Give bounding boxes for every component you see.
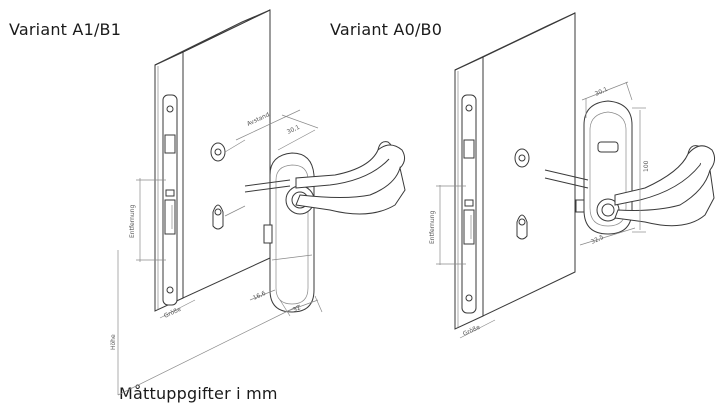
label-dim-bottom-right: 32,5 — [590, 234, 605, 246]
caption-dimensions-in-mm: Måttuppgifter i mm — [119, 384, 278, 403]
label-grosse-left: Größe — [163, 306, 183, 320]
dimension-lines-right — [436, 81, 646, 339]
caption-variant-a0-b0: Variant A0/B0 — [330, 20, 443, 39]
label-dim-small-left: 16,6 — [252, 290, 267, 302]
label-entfernung-left: Entfernung — [129, 204, 136, 238]
label-grosse-right: Größe — [462, 324, 482, 338]
label-dim-top-right: 30,1 — [594, 86, 609, 98]
caption-variant-a1-b1: Variant A1/B1 — [9, 20, 122, 39]
label-entfernung-right: Entfernung — [429, 210, 436, 244]
spindle-right — [544, 169, 589, 189]
drawing-variant-a0-b0: 30,1 100 32,5 Entfernung Größe — [429, 12, 716, 339]
label-hohe: Höhe — [110, 334, 117, 350]
door-holes-left — [210, 139, 246, 230]
label-dim-top-left: 30,1 — [286, 124, 301, 136]
dimension-lines-left — [117, 109, 323, 396]
lever-handle-left — [295, 141, 406, 215]
faceplate-right — [461, 94, 477, 314]
faceplate-left — [162, 94, 178, 306]
drawing-variant-a1-b1: Avstand 30,1 Entfernung Höhe Größe 16,6 … — [110, 9, 406, 396]
door-holes-right — [514, 148, 530, 240]
label-dim-bottom-left: 32 — [292, 304, 302, 314]
spindle-left — [244, 179, 291, 193]
label-dim-side-right: 100 — [643, 160, 650, 172]
